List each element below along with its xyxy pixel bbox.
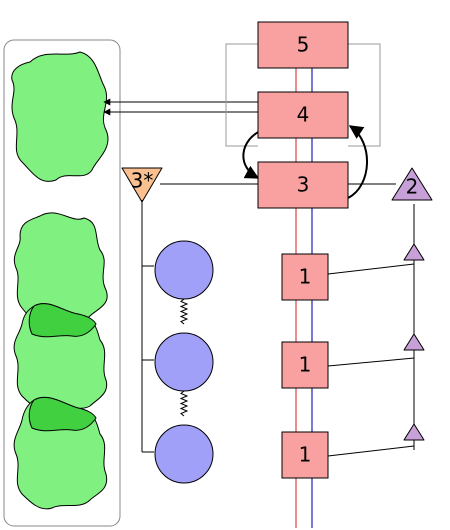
box-1-middle (281, 341, 329, 389)
curved-arrow-right (347, 125, 368, 199)
box-1-bottom-label: 1 (299, 443, 312, 467)
box-4-label: 4 (297, 103, 310, 127)
link-1-bottom (327, 445, 415, 457)
box-5-label: 5 (297, 33, 310, 57)
box-1-bottom (281, 431, 329, 479)
small-triangle-middle (403, 333, 425, 351)
box-4 (257, 91, 349, 139)
green-blob-top (11, 51, 109, 182)
spring-bottom (179, 390, 189, 417)
box-1-middle-label: 1 (299, 353, 312, 377)
link-1-middle (327, 357, 415, 367)
spring-top (179, 298, 189, 325)
left-container (3, 39, 121, 527)
link-1-top (327, 263, 415, 275)
gray-bracket-right (348, 43, 381, 147)
triangle-3star (121, 167, 163, 203)
box-1-top (281, 253, 329, 301)
box-3-label: 3 (297, 173, 310, 197)
triangle-2-label: 2 (406, 175, 419, 199)
triangle-3star-label: 3* (131, 169, 154, 193)
small-triangle-bottom (403, 423, 425, 441)
triangle-2 (391, 167, 433, 201)
purple-circle-middle (154, 332, 214, 392)
box-5 (257, 21, 349, 69)
green-overlap-upper (28, 303, 97, 338)
curved-arrow-left (242, 129, 263, 179)
purple-circle-top (154, 240, 214, 300)
green-overlap-lower (28, 396, 97, 432)
gray-bracket-left (225, 43, 258, 147)
small-triangle-top (403, 243, 425, 261)
box-3 (257, 161, 349, 209)
purple-circle-bottom (154, 424, 214, 484)
box-1-top-label: 1 (299, 265, 312, 289)
